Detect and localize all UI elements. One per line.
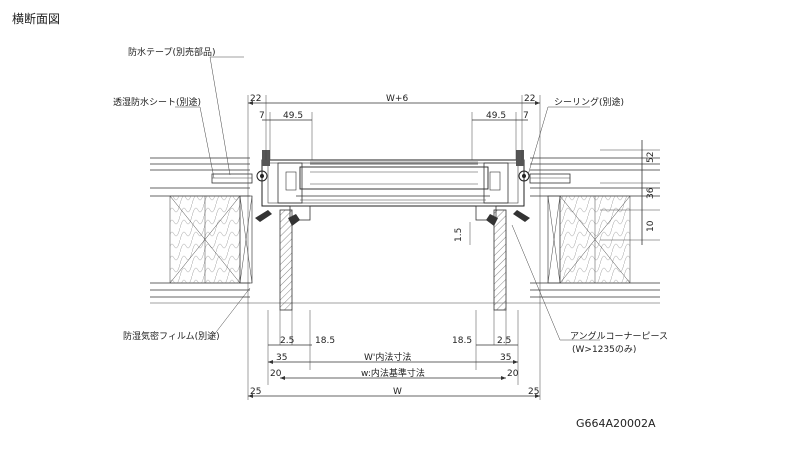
dim-left-20: 20 bbox=[270, 369, 282, 379]
studs bbox=[239, 195, 561, 284]
drawing-code: G664A20002A bbox=[576, 417, 656, 430]
callout-angle-corner-piece: アングルコーナーピース bbox=[570, 330, 668, 342]
dim-inner-clear: W'内法寸法 bbox=[364, 351, 411, 363]
dimension-lines bbox=[247, 95, 660, 400]
callout-waterproof-tape: 防水テープ(別売部品) bbox=[128, 46, 215, 58]
left-seal bbox=[256, 170, 268, 182]
dim-right-2-5: 2.5 bbox=[497, 336, 511, 346]
dim-right-25: 25 bbox=[528, 387, 539, 397]
dim-left-49-5: 49.5 bbox=[283, 111, 303, 121]
right-insulation bbox=[559, 195, 631, 284]
callout-vapor-film: 防湿気密フィルム(別途) bbox=[123, 330, 220, 342]
dim-right-7: 7 bbox=[523, 111, 529, 121]
left-insulation bbox=[169, 195, 241, 284]
dim-top-center: W+6 bbox=[386, 94, 408, 104]
dim-right-36: 36 bbox=[646, 187, 656, 199]
dim-right-18-5: 18.5 bbox=[452, 336, 472, 346]
window-frame bbox=[261, 159, 525, 207]
dim-mid-1-5: 1.5 bbox=[454, 228, 464, 242]
drawing-title: 横断面図 bbox=[12, 11, 60, 26]
callout-sealing: シーリング(別途) bbox=[554, 96, 624, 108]
dim-inner-reference: w:内法基準寸法 bbox=[361, 367, 425, 379]
inner-casing bbox=[279, 205, 507, 311]
dim-right-49-5: 49.5 bbox=[486, 111, 506, 121]
callout-angle-corner-note: (W>1235のみ) bbox=[572, 344, 636, 355]
right-seal bbox=[518, 170, 530, 182]
dim-top-left-22: 22 bbox=[250, 94, 261, 104]
dim-left-18-5: 18.5 bbox=[315, 336, 335, 346]
dim-left-7: 7 bbox=[259, 111, 265, 121]
dim-left-2-5: 2.5 bbox=[280, 336, 294, 346]
dim-overall-w: W bbox=[393, 387, 402, 397]
dim-right-10: 10 bbox=[646, 220, 656, 232]
dim-right-35: 35 bbox=[500, 353, 511, 363]
dim-right-52: 52 bbox=[646, 152, 656, 163]
callout-leaders bbox=[175, 56, 600, 341]
callout-breathable-sheet: 透湿防水シート(別途) bbox=[113, 96, 201, 108]
dim-right-20: 20 bbox=[507, 369, 519, 379]
dim-left-25: 25 bbox=[250, 387, 261, 397]
dim-top-right-22: 22 bbox=[524, 94, 535, 104]
dim-left-35: 35 bbox=[276, 353, 287, 363]
siding-boards bbox=[211, 173, 571, 184]
